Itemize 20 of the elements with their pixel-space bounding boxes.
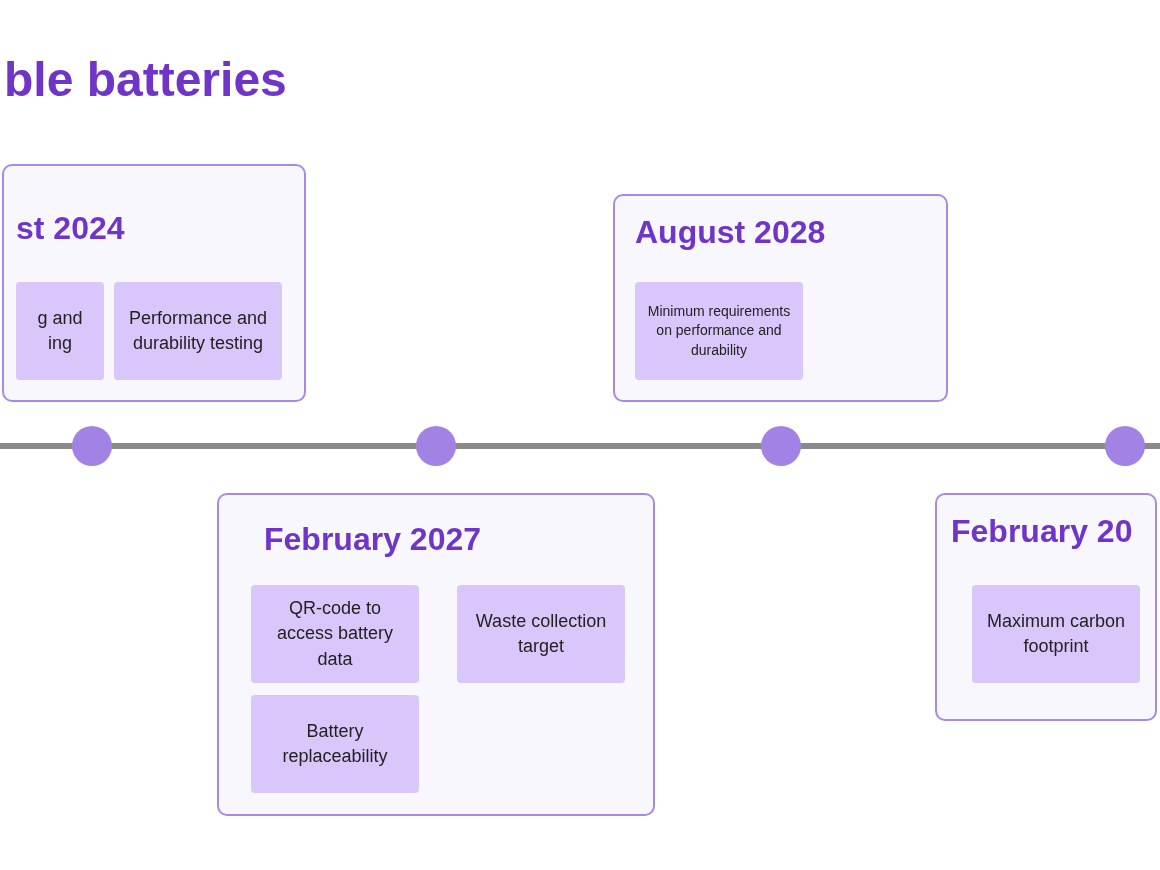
requirement-box: Waste collection target <box>457 585 625 683</box>
requirement-box: QR-code to access battery data <box>251 585 419 683</box>
date-heading: August 2028 <box>635 214 826 251</box>
timeline-dot <box>1105 426 1145 466</box>
title: ble batteries <box>4 52 287 107</box>
milestone-card <box>217 493 655 816</box>
timeline-dot <box>416 426 456 466</box>
requirement-box: Maximum carbon footprint <box>972 585 1140 683</box>
milestone-card <box>613 194 948 402</box>
requirement-box: Minimum requirements on performance and durability <box>635 282 803 380</box>
date-heading: February 2027 <box>264 521 481 558</box>
date-heading: st 2024 <box>16 210 125 247</box>
milestone-card <box>2 164 306 402</box>
requirement-box: Battery replaceability <box>251 695 419 793</box>
timeline-dot <box>761 426 801 466</box>
requirement-box: g and ing <box>16 282 104 380</box>
timeline-dot <box>72 426 112 466</box>
milestone-card <box>935 493 1157 721</box>
requirement-box: Performance and durability testing <box>114 282 282 380</box>
date-heading: February 20 <box>951 513 1133 550</box>
